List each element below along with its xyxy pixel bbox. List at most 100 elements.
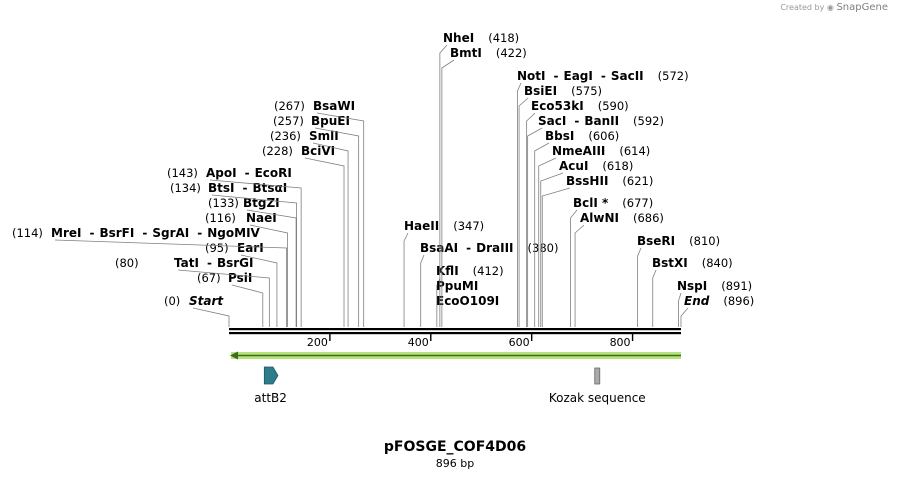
ruler-tick-label: 200 (307, 336, 328, 349)
cut-site-leader (517, 82, 522, 327)
cut-site-position: (236) (270, 129, 301, 143)
enzyme-separator: - (142, 226, 147, 240)
enzyme-name: BsaWI (313, 99, 355, 113)
cut-site-leader (211, 194, 297, 327)
cut-site-leader (534, 142, 550, 327)
cut-site-position: (590) (598, 99, 629, 113)
backbone-top-strand (229, 328, 681, 331)
cut-site-leader (678, 292, 682, 327)
cut-site-position: (592) (633, 114, 664, 128)
enzyme-name: BclI * (573, 196, 609, 210)
enzyme-name: HaeII (404, 219, 439, 233)
feature-label: Kozak sequence (549, 391, 646, 405)
cut-site-leader (436, 277, 441, 327)
enzyme-name: SgrAI (152, 226, 189, 240)
enzyme-name: SacI (538, 114, 566, 128)
cut-site-leader (316, 112, 365, 327)
cut-site-position: (114) (12, 226, 43, 240)
cut-site-leader (538, 157, 557, 327)
enzyme-name: BbsI (545, 129, 574, 143)
enzyme-name: BmtI (450, 46, 482, 60)
cut-site-leader (518, 97, 529, 327)
ruler-tick-label: 400 (408, 336, 429, 349)
enzyme-name: SmlI (309, 129, 339, 143)
cut-site-leader (574, 224, 585, 327)
cut-site-leader (192, 307, 230, 327)
cut-site-leader (526, 112, 536, 327)
cut-site-position: (891) (721, 279, 752, 293)
enzyme-name: BtsαI (253, 181, 288, 195)
ruler-tick-label: 800 (610, 336, 631, 349)
cut-site-position: (614) (619, 144, 650, 158)
cut-site-position: (677) (622, 196, 653, 210)
enzyme-name: EcoRI (255, 166, 292, 180)
enzyme-name: ApoI (206, 166, 237, 180)
backbone-bottom-strand (229, 332, 681, 335)
cut-site-position: (572) (658, 69, 689, 83)
cut-site-position: (422) (496, 46, 527, 60)
enzyme-name: BsiEI (524, 84, 557, 98)
enzyme-separator: - (197, 226, 202, 240)
enzyme-name: BtsI (208, 181, 235, 195)
cut-site-position: (267) (274, 99, 305, 113)
enzyme-name: PpuMI (436, 279, 478, 293)
enzyme-name: BtgZI (243, 196, 280, 210)
cut-site-leader (246, 209, 297, 327)
cut-site-position: (80) (115, 256, 139, 270)
enzyme-name: MreI (51, 226, 81, 240)
enzyme-name: BsrFI (99, 226, 134, 240)
cut-site-position: (0) (164, 294, 180, 308)
cut-site-leader (541, 187, 571, 327)
enzyme-name: NotI (517, 69, 546, 83)
enzyme-name: EarI (237, 241, 264, 255)
enzyme-separator: - (466, 241, 471, 255)
cut-site-leader (441, 59, 455, 327)
enzyme-name: BseRI (637, 234, 675, 248)
cut-site-leader (312, 142, 349, 327)
enzyme-separator: - (554, 69, 559, 83)
enzyme-name: NmeAIII (552, 144, 605, 158)
snapgene-logo-icon: ◉ (826, 3, 834, 12)
cut-site-position: (380) (528, 241, 559, 255)
cut-site-leader (240, 254, 278, 327)
cut-site-position: (133) (208, 196, 239, 210)
cut-site-position: (621) (622, 174, 653, 188)
enzyme-name: SacII (611, 69, 644, 83)
cut-site-leader (314, 127, 360, 327)
cut-site-leader (231, 284, 264, 327)
enzyme-separator: - (601, 69, 606, 83)
enzyme-name: BsaAI (420, 241, 458, 255)
cut-site-leader (420, 254, 425, 327)
enzyme-name: AlwNI (580, 211, 619, 225)
enzyme-name: KflI (436, 264, 459, 278)
feature-arrow-icon (263, 366, 279, 385)
enzyme-separator: - (89, 226, 94, 240)
cut-site-position: (418) (488, 31, 519, 45)
enzyme-name: Start (189, 294, 224, 308)
cut-site-position: (116) (205, 211, 236, 225)
cut-site-position: (896) (723, 294, 754, 308)
enzyme-name: EcoO109I (436, 294, 499, 308)
cut-site-leader (540, 172, 564, 327)
cut-site-position: (575) (571, 84, 602, 98)
cut-site-position: (67) (197, 271, 221, 285)
cut-site-position: (618) (602, 159, 633, 173)
cut-site-leader (249, 224, 288, 327)
cut-site-position: (412) (473, 264, 504, 278)
feature-label: attB2 (254, 391, 287, 405)
enzyme-name: AcuI (559, 159, 588, 173)
enzyme-name: BciVI (301, 144, 335, 158)
enzyme-separator: - (243, 181, 248, 195)
cut-site-leader (304, 157, 345, 327)
cut-site-leader (570, 209, 578, 327)
enzyme-name: NaeI (246, 211, 277, 225)
cut-site-leader (54, 239, 287, 327)
cut-site-position: (686) (633, 211, 664, 225)
ruler-tick-label: 600 (509, 336, 530, 349)
enzyme-separator: - (207, 256, 212, 270)
enzyme-separator: - (245, 166, 250, 180)
feature-box-icon (594, 367, 601, 385)
plasmid-length: 896 bp (435, 457, 475, 470)
cut-site-leader (680, 307, 689, 327)
